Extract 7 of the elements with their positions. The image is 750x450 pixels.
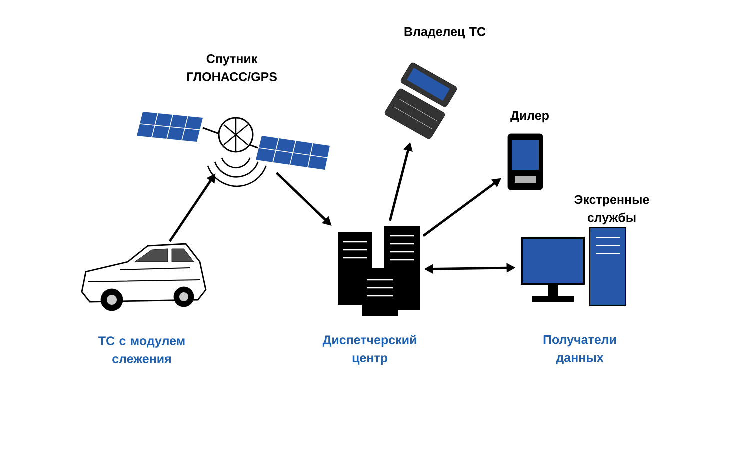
node-label: Дилер — [510, 111, 549, 123]
node-label: Владелец ТС — [404, 27, 486, 39]
node-label: Получатели данных — [544, 335, 616, 365]
node-label: ТС с модулем слежения — [98, 336, 185, 364]
node-label: Диспетчерский центр — [322, 335, 416, 365]
node-label: Спутник ГЛОНАСС/GPS — [187, 54, 277, 82]
node-label: Экстренные службы — [574, 195, 650, 225]
